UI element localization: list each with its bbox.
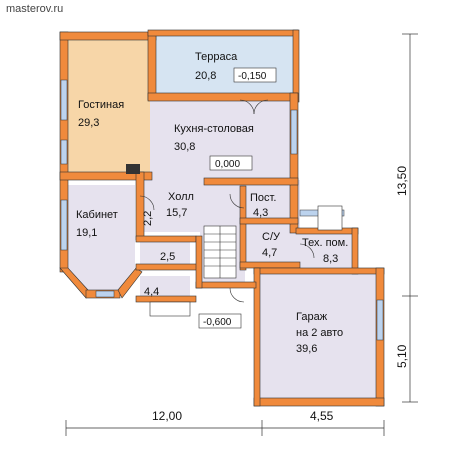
staircase [203,225,237,279]
wall-terrace-east [292,29,300,103]
room-post-name: Пост. [250,192,276,204]
room-tech-name: Тех. пом. [302,237,348,249]
room-terrace-name: Терраса [195,51,238,63]
post-fill [245,186,295,220]
door-tech [299,243,315,259]
wall-garage-south [253,397,385,407]
garage-fill [258,272,380,402]
door-post [229,193,245,209]
room-small2-area: 2,5 [160,251,175,263]
room-living-area: 29,3 [78,117,99,129]
wall-post-west [239,185,247,271]
room-garage-name: Гараж [296,311,328,323]
wall-bay-right [117,267,143,299]
window-kitchen [290,109,298,155]
fireplace [126,164,140,174]
dim-bottom-left: 12,00 [152,409,182,423]
wall-entry [195,281,257,289]
room-tech-area: 8,3 [323,253,338,265]
wall-kitchen-east [289,92,299,234]
terrace-fill [153,36,293,93]
entry-porch [149,301,191,317]
level-main: 0,000 [215,159,240,170]
dim-right-bottom: 5,10 [395,344,409,368]
tech-stairs [317,205,343,231]
room-wc-area: 4,7 [262,247,277,259]
room-wc-name: С/У [262,231,281,243]
wall-terrace-north [147,29,299,37]
level-terrace: -0,150 [238,71,267,82]
room-terrace-area: 20,8 [195,70,216,82]
small-room-fill [140,240,190,264]
room-hall-name: Холл [168,191,194,203]
wall-living-cabinet [59,171,153,181]
room-living-name: Гостиная [78,99,124,111]
room-cabinet-name: Кабинет [76,209,118,221]
level-entry: -0,600 [203,317,232,328]
room-garage-area: 39,6 [296,343,317,355]
level-box-main [209,155,253,171]
wall-garage-north [253,267,385,275]
wall-kitchen-north [147,92,299,102]
door-terrace-2 [253,99,269,115]
wall-living-east [147,31,157,101]
door-cabinet [139,195,155,211]
window-garage [376,299,384,341]
wall-tech-east [351,227,359,275]
room-post-area: 4,3 [253,207,268,219]
room-small1-area: 2,2 [142,211,154,226]
wc-fill [245,224,295,264]
wall-cabinet-east [135,171,145,241]
level-box-terrace [233,67,277,83]
porch-step [149,301,191,317]
wall-stair-west [195,235,203,289]
room-cabinet-area: 19,1 [76,227,97,239]
window-living-2 [60,139,68,165]
window-living [60,79,68,121]
room-vestibule-area: 4,4 [144,286,159,298]
wall-garage-west [253,267,261,407]
room-kitchen-name: Кухня-столовая [174,123,254,135]
tech-fill [295,232,355,272]
site-watermark: masterov.ru [6,3,63,15]
room-hall-area: 15,7 [166,207,187,219]
doors [139,99,315,303]
interior-fill [140,96,300,282]
window-bay [95,290,115,298]
wall-small-south [135,263,199,271]
level-box-entry [198,313,242,329]
living-fill [68,38,150,172]
dim-bottom-right: 4,55 [310,409,334,423]
room-kitchen-area: 30,8 [174,141,195,153]
room-garage-name-2: на 2 авто [296,327,343,339]
wall-post-south [239,217,299,225]
dimension-lines [65,33,418,436]
wall-small-north [135,235,197,243]
wall-north-living [59,31,157,41]
wall-kitchen-south [203,177,299,186]
cabinet-fill [68,185,135,290]
door-garage [229,287,245,303]
wall-wc-south [239,261,301,269]
dim-right-top: 13,50 [395,166,409,196]
window-cabinet [60,199,68,251]
tech-stair-box [317,205,343,231]
